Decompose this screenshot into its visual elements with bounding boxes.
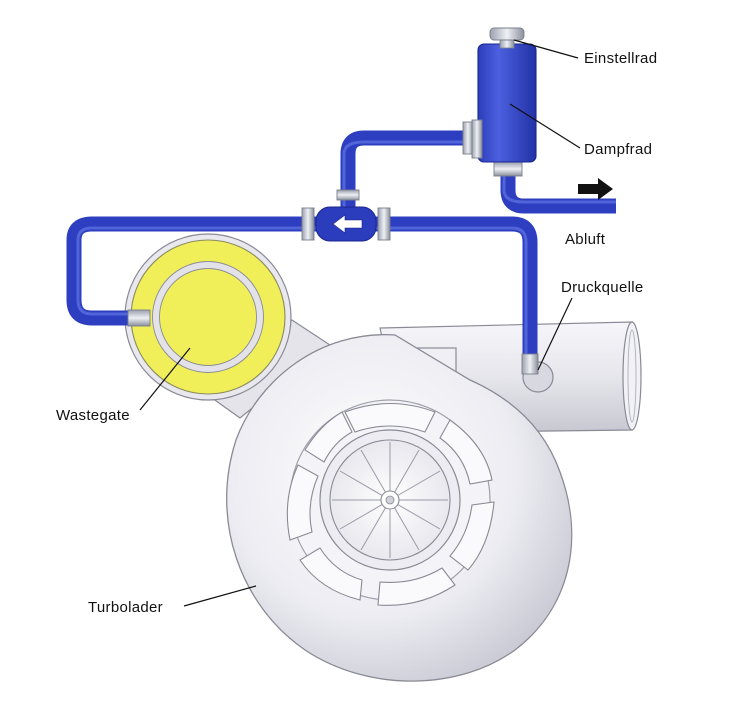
label-druckquelle: Druckquelle: [561, 279, 644, 296]
adjust-wheel: [489, 27, 525, 41]
branch-fitting: [336, 189, 360, 201]
turbocharger: [211, 319, 642, 682]
turbo-outlet-flange: [622, 321, 642, 431]
damper-outlet-fitting: [493, 161, 523, 177]
damper-unit: [471, 27, 537, 163]
pipe-system: [66, 130, 616, 366]
leader-einstellrad: [513, 39, 579, 59]
damper-body: [477, 43, 537, 163]
leader-wastegate: [139, 347, 191, 411]
pipe-fittings: [127, 121, 539, 375]
leader-turbolader: [183, 585, 257, 607]
valve-flange-right: [377, 207, 391, 241]
leader-lines: [139, 39, 581, 607]
leader-druckquelle: [537, 297, 573, 371]
label-wastegate: Wastegate: [56, 407, 130, 424]
damper-inlet-fitting: [462, 121, 474, 155]
label-einstellrad: Einstellrad: [584, 50, 657, 67]
wastegate-inner-ring: [152, 261, 264, 373]
turbo-housing-lobes: [286, 402, 495, 606]
main-pressure-pipe: [66, 216, 538, 366]
pressure-port-fitting: [521, 353, 539, 375]
arrow-right-icon: [578, 178, 613, 200]
leader-dampfrad: [509, 103, 581, 149]
arrow-left-icon: [332, 214, 363, 234]
check-valve: [301, 206, 391, 242]
compressor-wheel-blades: [332, 442, 448, 558]
label-turbolader: Turbolader: [88, 599, 163, 616]
wastegate-fitting: [127, 309, 151, 327]
label-abluft: Abluft: [565, 231, 606, 248]
damper-branch-pipe: [340, 130, 470, 214]
exhaust-pipe: [500, 176, 616, 214]
valve-flange-left: [301, 207, 315, 241]
label-dampfrad: Dampfrad: [584, 141, 652, 158]
